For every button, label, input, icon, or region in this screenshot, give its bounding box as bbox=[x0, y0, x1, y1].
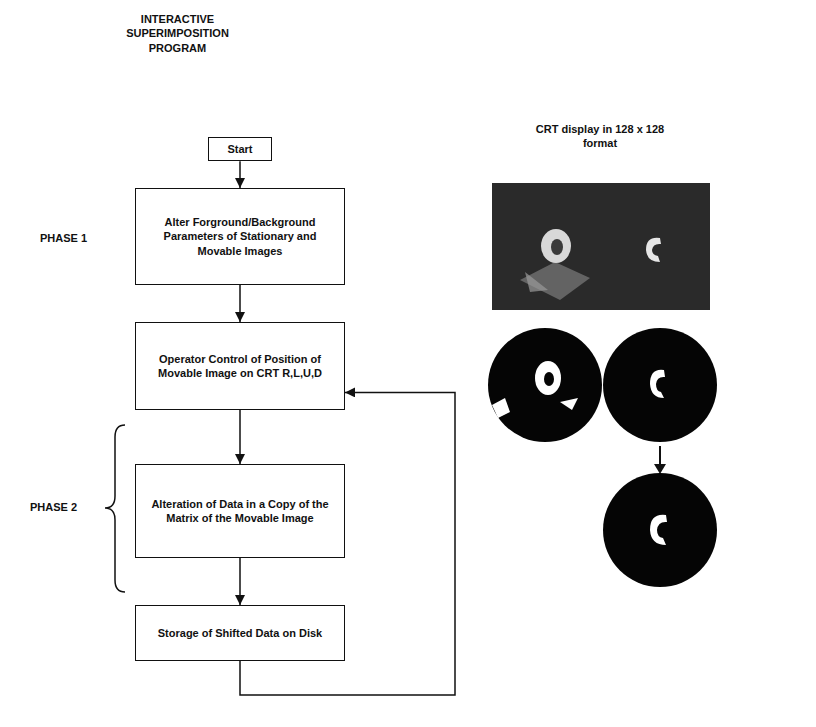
crt-display bbox=[492, 183, 710, 310]
diagram-title: INTERACTIVE SUPERIMPOSITION PROGRAM bbox=[115, 12, 240, 55]
process-box: Operator Control of Position of Movable … bbox=[135, 322, 345, 410]
phase-label: PHASE 2 bbox=[30, 500, 100, 514]
node-text: Start bbox=[227, 142, 252, 156]
stationary-image bbox=[520, 229, 590, 300]
process-box: Alteration of Data in a Copy of the Matr… bbox=[135, 464, 345, 558]
display-caption: CRT display in 128 x 128 format bbox=[525, 122, 675, 151]
movable-image bbox=[646, 238, 661, 262]
phase-label: PHASE 1 bbox=[40, 231, 110, 245]
shifted-circle bbox=[603, 473, 717, 587]
process-box: Alter Forground/Background Parameters of… bbox=[135, 188, 345, 285]
phase-brace bbox=[105, 425, 125, 592]
flow-arrow bbox=[239, 285, 241, 322]
flow-arrow bbox=[239, 161, 241, 188]
node-text: Storage of Shifted Data on Disk bbox=[158, 626, 322, 640]
node-text: Operator Control of Position of Movable … bbox=[148, 352, 332, 381]
terminal-box: Start bbox=[208, 137, 272, 161]
flow-arrow bbox=[239, 558, 241, 605]
shift-arrow-head bbox=[654, 464, 666, 474]
node-text: Alter Forground/Background Parameters of… bbox=[148, 215, 332, 258]
flow-arrow bbox=[239, 410, 241, 464]
shift-arrow bbox=[659, 446, 661, 466]
process-box: Storage of Shifted Data on Disk bbox=[135, 605, 345, 661]
stationary-circle bbox=[488, 328, 602, 442]
movable-circle bbox=[603, 328, 717, 442]
node-text: Alteration of Data in a Copy of the Matr… bbox=[148, 497, 332, 526]
